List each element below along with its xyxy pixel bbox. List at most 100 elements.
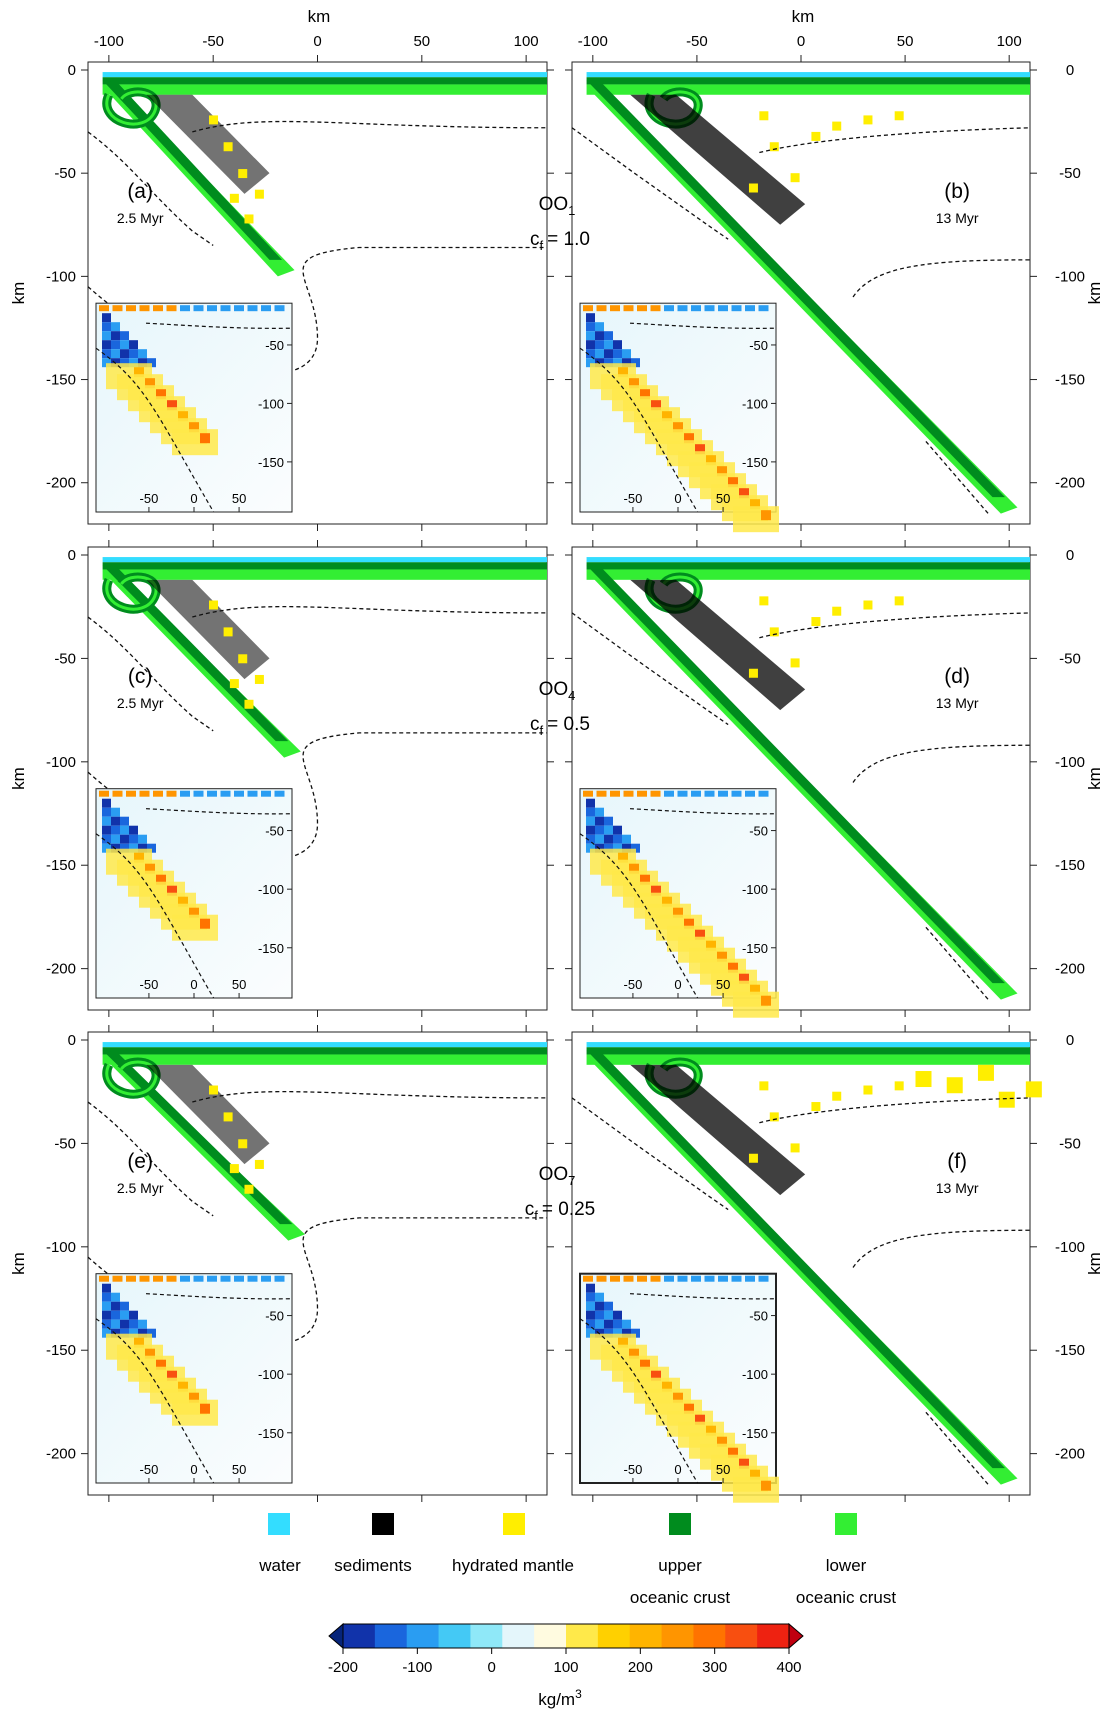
cf-symbol: c [530, 714, 540, 735]
inset-surface-cell [583, 305, 593, 312]
inset-surface-cell [139, 305, 150, 312]
inset-negative-cell [604, 834, 613, 844]
hydrated-mantle-cell [244, 699, 254, 709]
y-axis-title: km [9, 282, 28, 305]
hydrated-mantle-cell [832, 1091, 842, 1101]
subducting-upper-crust [586, 1050, 1006, 1469]
panel-time: 2.5 Myr [117, 1180, 164, 1196]
hydrated-mantle-cell [863, 115, 873, 125]
inset-positive-cell [706, 455, 716, 466]
inset-y-tick-label: -150 [742, 1426, 768, 1441]
inset-positive-area [733, 506, 779, 533]
water-layer [102, 72, 547, 78]
y-tick-label: -200 [46, 475, 76, 492]
inset-negative-cell [595, 340, 604, 350]
inset-x-tick-label: -50 [624, 491, 643, 506]
x-tick-label: 0 [313, 33, 321, 50]
hydrated-mantle-cell [244, 214, 254, 224]
isotherm [925, 1411, 989, 1486]
inset-x-tick-label: 0 [674, 1462, 681, 1477]
colorbar-unit: kg/m3 [538, 1687, 582, 1709]
inset-negative-cell [111, 1301, 120, 1311]
inset-negative-cell [613, 843, 622, 853]
colorbar-tick-label: -200 [328, 1659, 358, 1676]
inset-y-tick-label: -100 [258, 882, 284, 897]
inset-positive-cell [761, 510, 771, 521]
inset-surface-cell [704, 790, 715, 797]
hydrated-mantle-cell [811, 131, 821, 141]
y-axis-title: km [9, 1252, 28, 1275]
inset-surface-cell [180, 305, 190, 312]
inset-negative-cell [102, 331, 111, 341]
inset-negative-cell [120, 816, 129, 826]
inset-negative-cell [586, 843, 595, 853]
inset-positive-cell [695, 929, 705, 940]
sediment-wedge [630, 579, 806, 711]
inset-negative-cell [586, 1310, 595, 1320]
sediment-wedge [146, 94, 270, 194]
inset-positive-cell [651, 400, 661, 411]
inset-negative-cell [586, 1283, 595, 1293]
model-annotation-4: OO4 cf= 0.5 [530, 679, 590, 738]
inset-negative-cell [129, 825, 138, 835]
inset-surface-cell [247, 305, 258, 312]
isotherm [87, 1101, 214, 1217]
inset-negative-cell [595, 331, 604, 341]
inset-negative-cell [147, 843, 156, 853]
hydrated-mantle-cell [209, 115, 219, 125]
inset-negative-cell [102, 843, 111, 853]
cf-symbol: c [525, 1199, 535, 1220]
hydrated-mantle-cell [223, 1112, 233, 1122]
lower-crust-layer [102, 1054, 547, 1065]
legend-swatch-water [268, 1513, 290, 1535]
inset-positive-cell [651, 1370, 661, 1381]
isotherm [192, 1091, 548, 1103]
y-tick-label: -150 [1055, 1342, 1085, 1359]
inset-negative-cell [595, 825, 604, 835]
inset-x-tick-label: 0 [190, 491, 197, 506]
inset-x-tick-label: 50 [232, 1462, 246, 1477]
inset-positive-cell [167, 1370, 177, 1381]
inset-surface-cell [745, 790, 755, 797]
inset-positive-cell [739, 1458, 749, 1469]
inset-surface-cell [677, 1275, 688, 1282]
inset-surface-cell [99, 1275, 109, 1282]
colorbar-segment [470, 1624, 503, 1648]
sediment-wedge [630, 1064, 806, 1196]
inset-surface-cell [139, 1275, 150, 1282]
inset-negative-cell [604, 1310, 613, 1320]
inset-negative-cell [111, 1319, 120, 1329]
inset-surface-cell [623, 1275, 634, 1282]
hydrated-mantle-cell [254, 189, 264, 199]
inset-contour [145, 1293, 293, 1300]
inset-positive-cell [728, 477, 738, 488]
inset-negative-cell [120, 1319, 129, 1329]
inset-positive-cell [145, 378, 155, 389]
y-tick-label: -50 [1059, 1135, 1081, 1152]
colorbar-segment [343, 1624, 376, 1648]
inset-positive-cell [134, 1337, 144, 1348]
hydrated-mantle-cell [811, 617, 821, 627]
inset-y-tick-label: -100 [742, 882, 768, 897]
inset-y-tick-label: -50 [265, 1309, 284, 1324]
inset-x-tick-label: -50 [624, 1462, 643, 1477]
panel-label: (b) [944, 180, 970, 203]
inset-positive-cell [145, 863, 155, 874]
inset-contour [629, 322, 777, 329]
colorbar-tick-label: 300 [702, 1659, 727, 1676]
model-name: OO [539, 194, 569, 215]
inset-negative-cell [102, 1292, 111, 1302]
lower-crust-layer [586, 1054, 1030, 1065]
inset-positive-cell [200, 1403, 210, 1414]
inset-negative-cell [631, 1328, 640, 1338]
inset-negative-cell [613, 1310, 622, 1320]
x-tick-label: -100 [94, 33, 124, 50]
inset-surface-cell [677, 790, 688, 797]
inset-contour [629, 808, 777, 815]
inset-y-tick-label: -50 [749, 1309, 768, 1324]
inset-positive-cell [739, 973, 749, 984]
isotherm [925, 926, 989, 1001]
